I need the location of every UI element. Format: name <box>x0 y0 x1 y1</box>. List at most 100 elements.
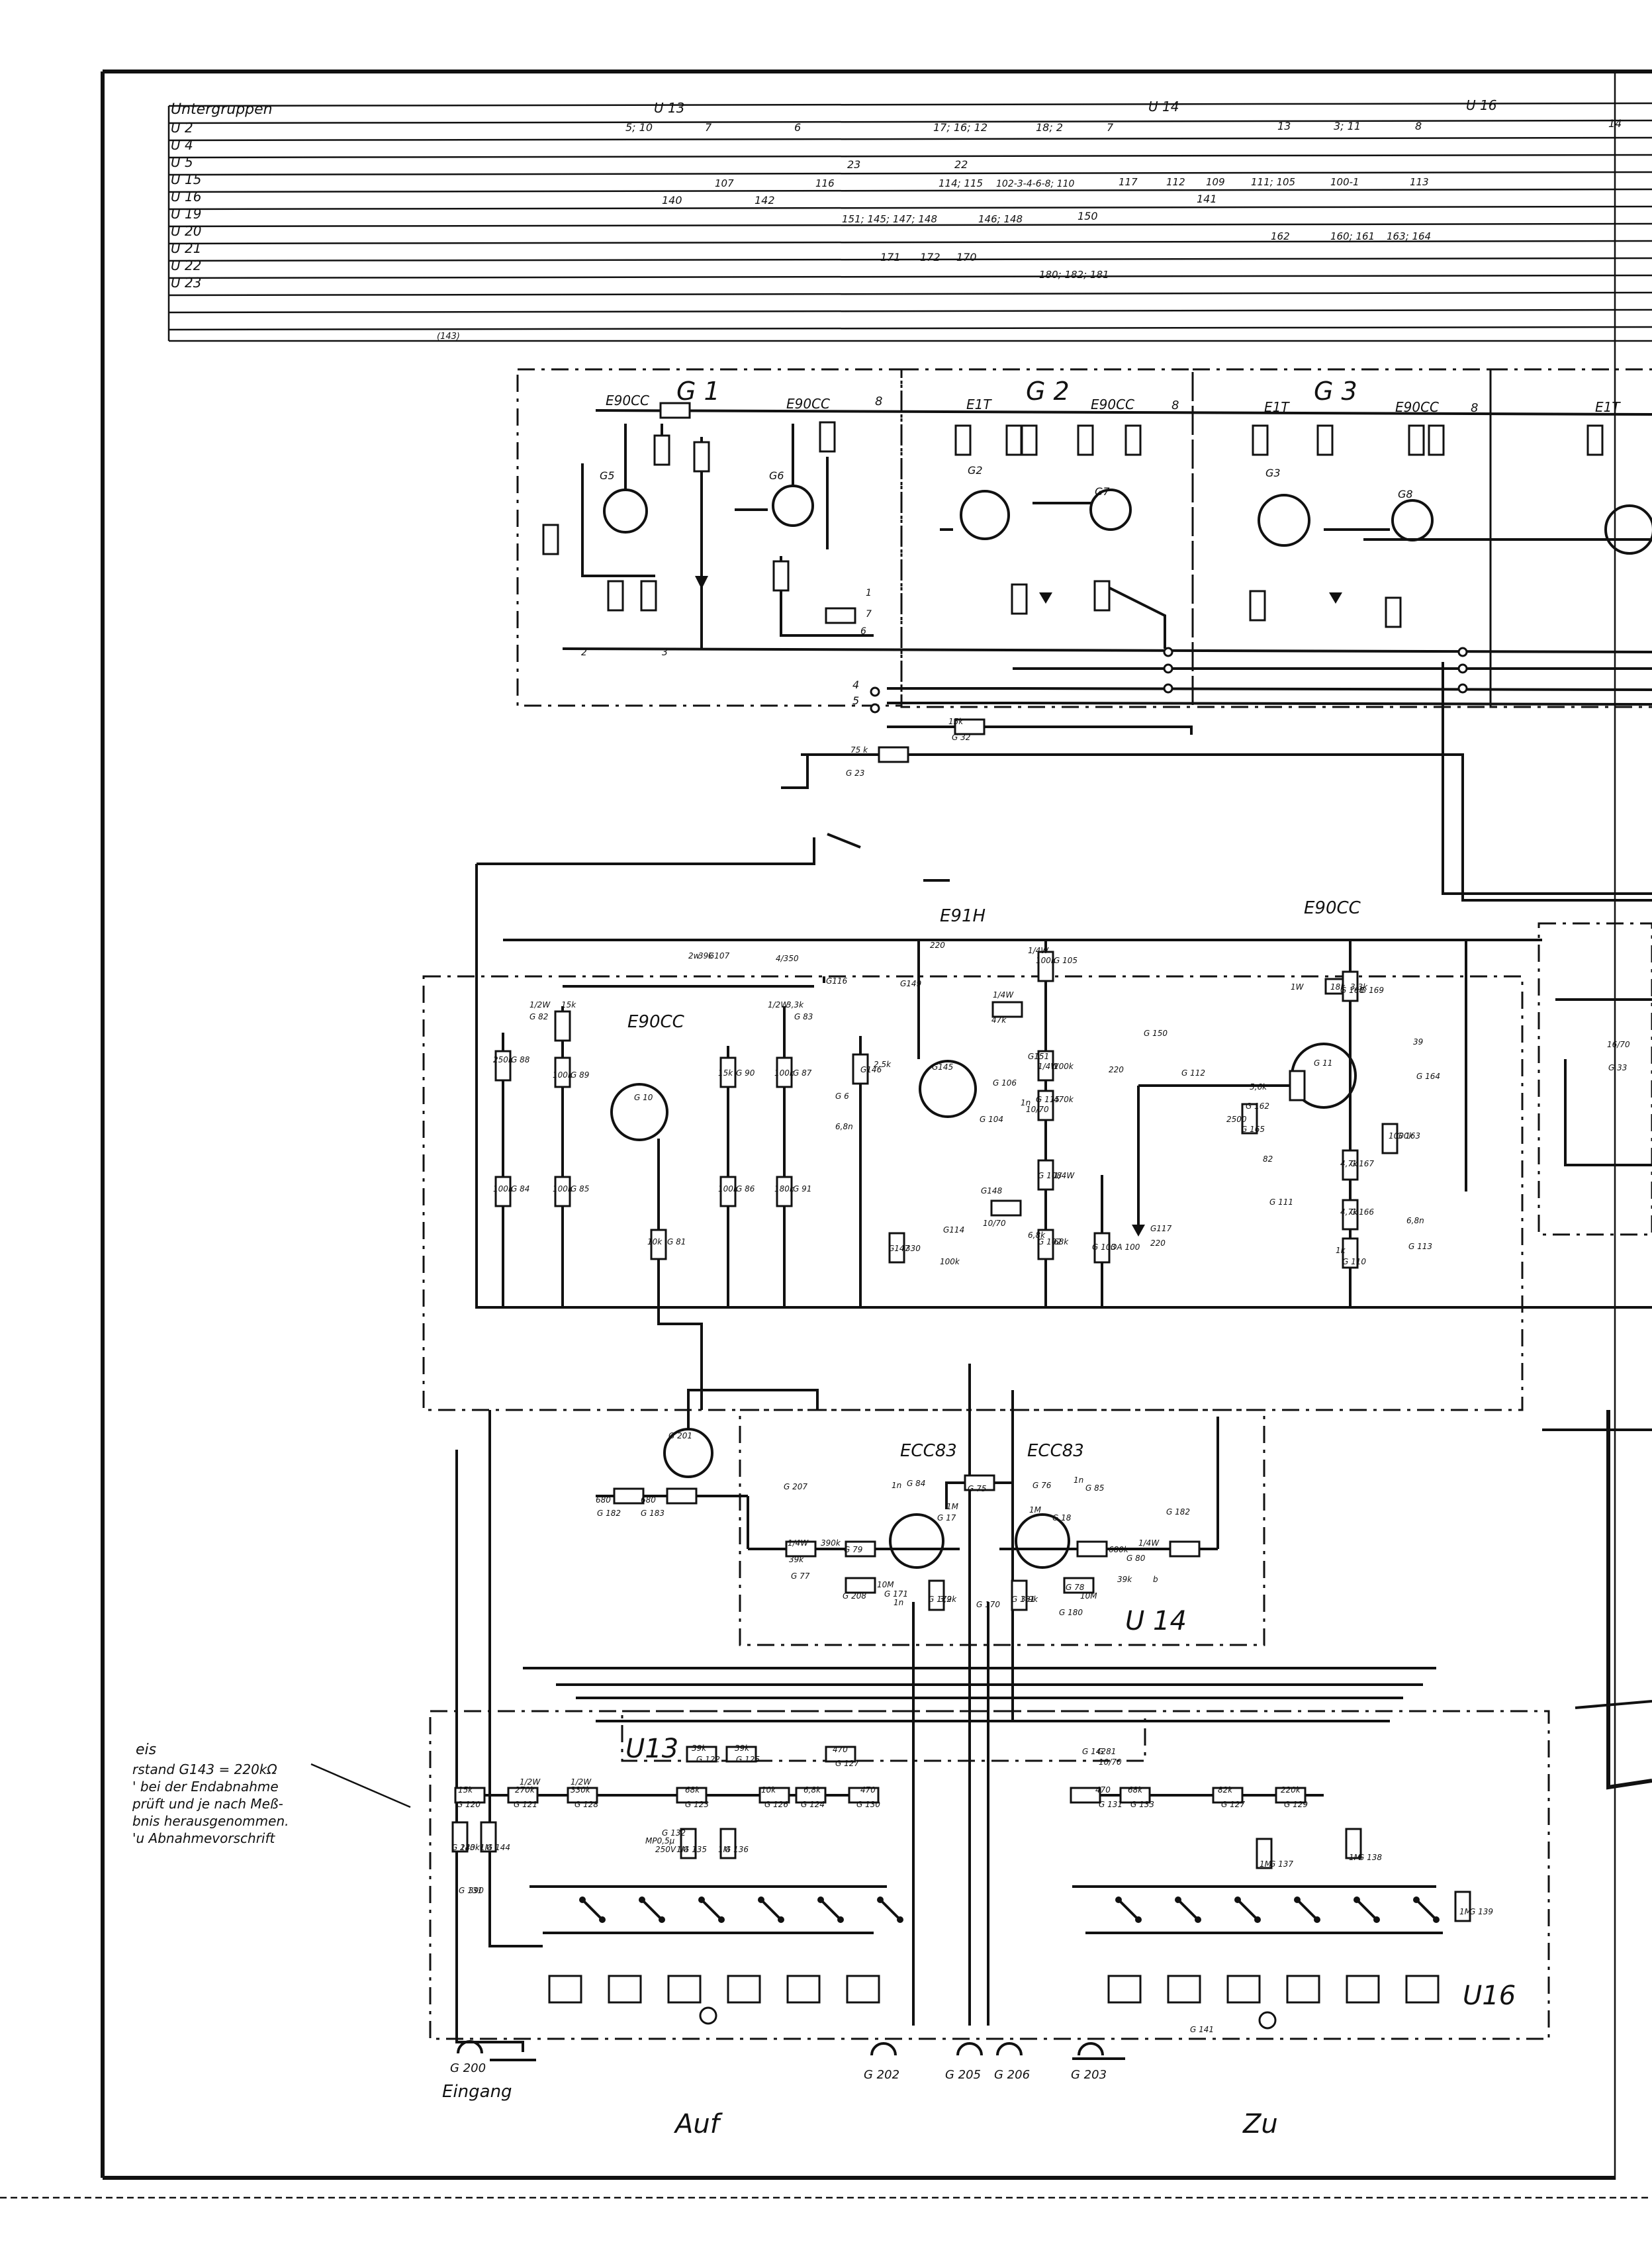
component-value: 68k <box>1128 1785 1143 1795</box>
component-value: 680 <box>596 1495 611 1505</box>
component-value: G 122 <box>696 1755 720 1764</box>
component-value: G 102 <box>1038 1237 1062 1246</box>
component-value: G107 <box>708 951 730 960</box>
component-value: G 120 <box>457 1800 481 1809</box>
table-cell: 146; 148 <box>978 213 1023 225</box>
component-value: 2w <box>688 951 700 960</box>
table-cell: 171 <box>880 251 901 263</box>
component-value: 5,6k <box>1250 1082 1267 1092</box>
table-cell: 163; 164 <box>1387 230 1431 242</box>
component-value: 1n <box>892 1481 901 1490</box>
junction <box>1413 1896 1420 1903</box>
resistor <box>1021 424 1038 456</box>
resistor <box>1408 424 1425 456</box>
function-switch-cell <box>1405 1975 1440 2004</box>
component-value: G 105 <box>1054 956 1078 965</box>
component-value: 470 <box>833 1745 848 1754</box>
component-value: G 162 <box>1246 1101 1269 1111</box>
wire <box>1575 1700 1652 1709</box>
resistor <box>686 1746 717 1763</box>
note-line: ' bei der Endabnahme <box>132 1779 279 1795</box>
wire <box>819 1898 842 1921</box>
component-value: G 124 <box>801 1800 825 1809</box>
resistor <box>1076 1540 1108 1558</box>
junction <box>698 1896 705 1903</box>
resistor <box>1037 951 1054 982</box>
component-value: 82k <box>1218 1785 1233 1795</box>
resistor <box>1316 424 1334 456</box>
component-value: 390k <box>821 1538 841 1548</box>
resistor <box>1342 1199 1359 1231</box>
wiring <box>455 409 1652 2061</box>
wire <box>801 753 1652 902</box>
row-label: U 16 <box>171 189 201 205</box>
resistor <box>1275 1787 1307 1804</box>
function-switch-cell <box>1107 1975 1142 2004</box>
component-value: G 88 <box>511 1055 530 1064</box>
valve-g6-e91h <box>919 1060 977 1118</box>
valve-label: E90CC <box>627 1012 685 1032</box>
component-value: G 112 <box>1181 1068 1205 1078</box>
component-value: G 79 <box>844 1545 862 1554</box>
component-value: 3,3k <box>1350 982 1368 992</box>
component-value: 39k <box>1117 1575 1132 1584</box>
component-value: G 18 <box>1052 1513 1072 1522</box>
valve-label: E91H <box>940 906 986 926</box>
wire <box>595 409 1652 416</box>
resistor <box>1011 1579 1028 1611</box>
connector-jack <box>996 2042 1023 2056</box>
component-value: 1/4W <box>1054 1171 1075 1180</box>
table-rule <box>168 308 1652 314</box>
note-line: eis <box>136 1742 156 1758</box>
component-value: b <box>1153 1575 1158 1584</box>
component-value: 3,9k <box>939 1595 957 1604</box>
component-value: G 81 <box>1097 1747 1116 1756</box>
wire <box>477 837 815 865</box>
resistor <box>554 1056 571 1088</box>
col-group-u13: U 13 <box>654 100 684 116</box>
component-value: G 133 <box>1130 1800 1154 1809</box>
terminal-label: 4 <box>852 678 859 691</box>
component-value: G147 <box>888 1244 910 1253</box>
component-value: 100k <box>1054 1062 1074 1071</box>
table-cell: 22 <box>954 158 968 171</box>
component-value: G 10 <box>634 1093 653 1102</box>
resistor <box>852 1053 869 1085</box>
component-value: G 23 <box>846 769 864 778</box>
component-value: G 78 <box>1066 1583 1085 1592</box>
component-value: 1n <box>1021 1098 1031 1107</box>
lamp-g142 <box>699 2006 717 2025</box>
component-value: G 32 <box>952 733 970 742</box>
component-value: 6,8k <box>803 1785 821 1795</box>
component-value: 100k <box>718 1184 739 1193</box>
component-value: G 17 <box>937 1513 956 1522</box>
component-value: 2,5k <box>874 1060 892 1069</box>
resistor <box>454 1787 486 1804</box>
component-value: 1/2W <box>768 1000 789 1009</box>
component-value: G 137 <box>1269 1859 1293 1869</box>
component-value: G 139 <box>1469 1907 1493 1916</box>
component-value: G 181 <box>1011 1595 1035 1604</box>
junction <box>1234 1896 1241 1903</box>
terminal <box>870 703 880 714</box>
resistor <box>1385 596 1402 628</box>
component-value: G148 <box>981 1186 1003 1195</box>
terminal-label: 6 <box>860 626 866 637</box>
resistor <box>451 1821 469 1853</box>
sheet-frame <box>0 70 1652 2199</box>
component-value: 390 <box>469 1886 484 1895</box>
component-value: G 115 <box>1036 1095 1060 1104</box>
component-value: G 111 <box>1269 1197 1293 1207</box>
table-cell: 116 <box>815 177 835 189</box>
component-value: G 106 <box>993 1078 1017 1088</box>
valve-g18 <box>1015 1513 1070 1569</box>
table-rule <box>168 154 1652 159</box>
resistor <box>1037 1159 1054 1191</box>
component-value: G 110 <box>1342 1257 1366 1266</box>
resistor <box>494 1176 512 1207</box>
table-cell: 7 <box>705 121 712 134</box>
component-label: G8 <box>1398 488 1413 500</box>
input-label: Eingang <box>442 2082 512 2102</box>
component-value: 1W <box>1291 982 1305 992</box>
component-value: G117 <box>1150 1224 1172 1233</box>
